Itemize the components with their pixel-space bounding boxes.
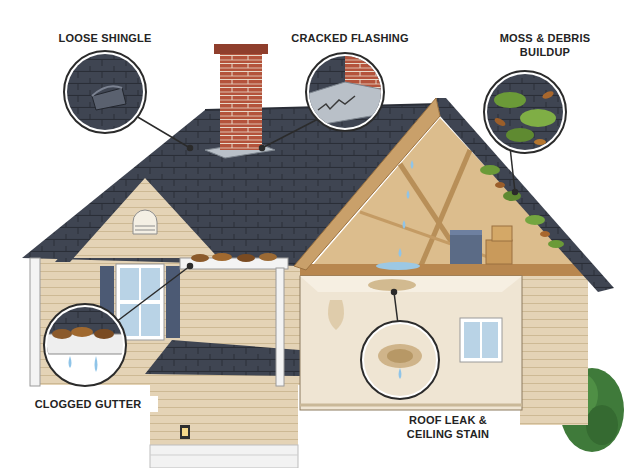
clogged-gutter-callout <box>44 304 128 386</box>
leader-lines <box>116 116 518 324</box>
loose-shingle-callout <box>60 50 150 140</box>
front-gable <box>55 160 238 262</box>
room-cutaway <box>300 276 522 410</box>
ceiling-stain-callout <box>360 320 440 400</box>
callout-label: CLOGGED GUTTER <box>18 396 158 412</box>
chimney <box>205 44 275 158</box>
moss-callout <box>480 70 570 160</box>
callout-label: ROOF LEAK & CEILING STAIN <box>388 412 508 442</box>
callout-label: LOOSE SHINGLE <box>40 30 170 46</box>
cracked-flashing-callout <box>300 50 395 140</box>
callout-label: MOSS & DEBRIS BUILDUP <box>490 30 600 60</box>
front-wall <box>35 250 303 385</box>
gutter <box>30 253 288 386</box>
side-wall <box>520 275 588 425</box>
callout-label: CRACKED FLASHING <box>275 30 425 46</box>
